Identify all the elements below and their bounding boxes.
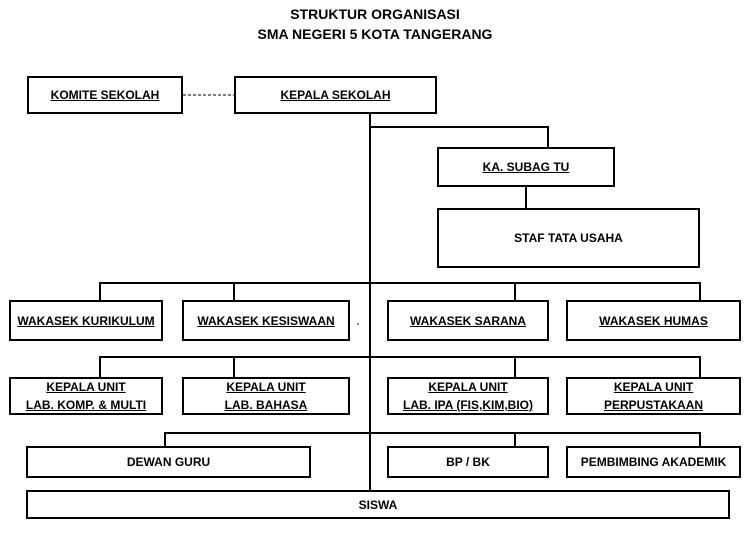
node-bp-bk: BP / BK [387,446,549,478]
node-komite-sekolah: KOMITE SEKOLAH [27,76,183,114]
unit-title: KEPALA UNIT [46,380,126,394]
node-wakasek-sarana: WAKASEK SARANA [387,300,549,341]
node-unit-perpustakaan: KEPALA UNIT PERPUSTAKAAN [566,377,741,415]
node-pembimbing-akademik: PEMBIMBING AKADEMIK [566,446,741,478]
node-wakasek-humas: WAKASEK HUMAS [566,300,741,341]
chart-subtitle: SMA NEGERI 5 KOTA TANGERANG [257,26,493,42]
unit-name: LAB. BAHASA [224,398,308,412]
node-wakasek-kurikulum: WAKASEK KURIKULUM [9,300,163,341]
chart-title: STRUKTUR ORGANISASI [290,6,460,22]
node-unit-lab-ipa: KEPALA UNIT LAB. IPA (FIS,KIM,BIO) [387,377,549,415]
node-siswa: SISWA [26,490,730,519]
node-wakasek-kesiswaan: WAKASEK KESISWAAN [182,300,350,341]
node-unit-lab-komputer: KEPALA UNIT LAB. KOMP. & MULTI [9,377,163,415]
node-kepala-sekolah: KEPALA SEKOLAH [234,76,437,114]
unit-name: LAB. IPA (FIS,KIM,BIO) [403,398,533,412]
node-ka-subag-tu: KA. SUBAG TU [437,147,615,187]
node-staf-tata-usaha: STAF TATA USAHA [437,208,700,268]
unit-title: KEPALA UNIT [428,380,508,394]
unit-title: KEPALA UNIT [226,380,306,394]
unit-name: PERPUSTAKAAN [603,398,704,412]
unit-name: LAB. KOMP. & MULTI [25,398,147,412]
node-dewan-guru: DEWAN GURU [26,446,311,478]
unit-title: KEPALA UNIT [613,380,694,394]
node-unit-lab-bahasa: KEPALA UNIT LAB. BAHASA [182,377,350,415]
